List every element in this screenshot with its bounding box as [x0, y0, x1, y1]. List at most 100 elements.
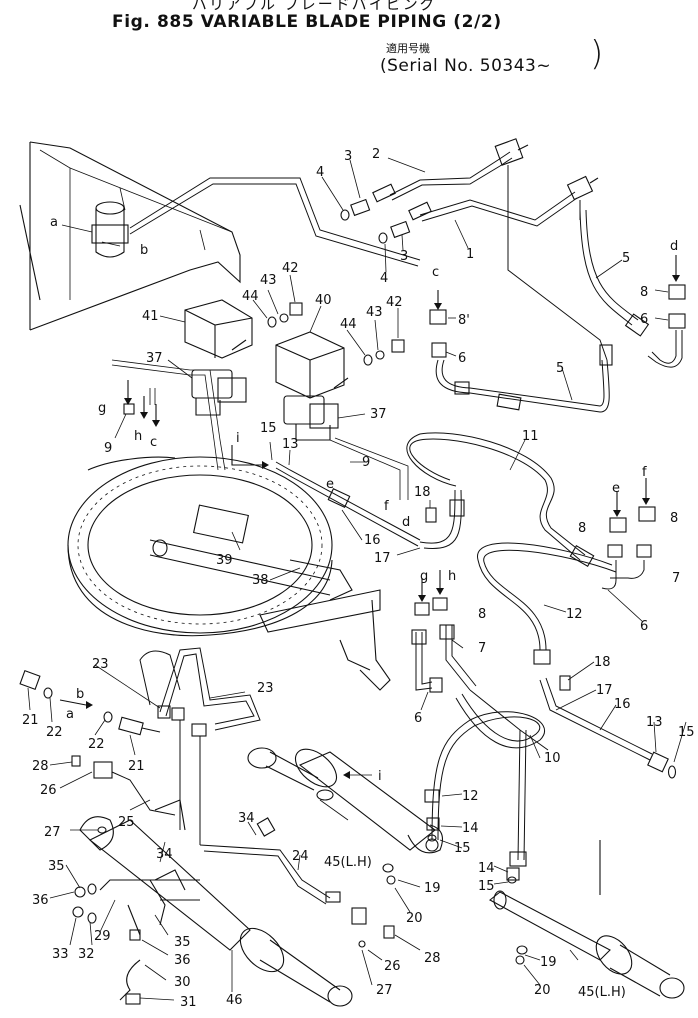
callout-40: 40 — [315, 293, 332, 308]
callout-32: 32 — [78, 947, 95, 962]
callout-17b: 17 — [596, 683, 613, 698]
hose-10 — [424, 693, 546, 867]
callout-16a: 16 — [364, 533, 381, 548]
callout-38: 38 — [252, 573, 269, 588]
connection-f-mid: f — [384, 499, 389, 514]
closing-parenthesis: ) — [590, 34, 604, 74]
wire-harness — [111, 359, 409, 500]
callout-4: 4 — [316, 165, 324, 180]
callout-35a: 35 — [48, 859, 65, 874]
applicability-label: 適用号機 — [386, 42, 430, 55]
callout-29: 29 — [94, 929, 111, 944]
cylinder-45-left — [247, 747, 443, 854]
cylinder-45-right — [489, 840, 685, 999]
callout-8-mid2: 8 — [670, 511, 678, 526]
callout-9a: 9 — [104, 441, 112, 456]
callout-3: 3 — [344, 149, 352, 164]
callout-12a: 12 — [566, 607, 583, 622]
callout-14a: 14 — [462, 821, 479, 836]
callout-41: 41 — [142, 309, 159, 324]
japanese-title: バリアブル ブレードパイピング — [192, 0, 437, 13]
connection-b-low: b — [76, 687, 84, 702]
circle-gear — [67, 456, 333, 637]
callout-5b: 5 — [556, 361, 564, 376]
connection-d-mid: d — [402, 515, 410, 530]
connection-e-right: e — [612, 481, 620, 496]
callout-33: 33 — [52, 947, 69, 962]
callout-26a: 26 — [40, 783, 57, 798]
callout-37b: 37 — [370, 407, 387, 422]
callout-24: 24 — [292, 849, 309, 864]
callout-43a: 43 — [260, 273, 277, 288]
callout-26b: 26 — [384, 959, 401, 974]
callout-13b: 13 — [646, 715, 663, 730]
connection-a-low: a — [66, 707, 74, 722]
callout-46: 46 — [226, 993, 243, 1008]
callout-23a: 23 — [92, 657, 109, 672]
callout-6-mid: 6 — [640, 619, 648, 634]
hose-16-upper — [275, 461, 465, 549]
hose-11 — [406, 432, 595, 567]
connection-i-top: i — [236, 431, 240, 446]
callout-1: 1 — [466, 247, 474, 262]
callout-15d: 15 — [478, 879, 495, 894]
pipe-assembly-1-2 — [129, 138, 608, 361]
callout-19a: 19 — [424, 881, 441, 896]
callout-34b: 34 — [238, 811, 255, 826]
callout-39: 39 — [216, 553, 233, 568]
callout-7b: 7 — [478, 641, 486, 656]
callout-12b: 12 — [462, 789, 479, 804]
callout-19b: 19 — [540, 955, 557, 970]
callout-28a: 28 — [32, 759, 49, 774]
callout-18b: 18 — [594, 655, 611, 670]
callout-9b: 9 — [362, 455, 370, 470]
fittings-3-4 — [340, 183, 432, 244]
callout-27a: 27 — [44, 825, 61, 840]
callout-8-mid1: 8 — [578, 521, 586, 536]
callout-15a: 15 — [260, 421, 277, 436]
leader-lines — [27, 157, 687, 1001]
callout-2: 2 — [372, 147, 380, 162]
connection-d-top: d — [670, 239, 678, 254]
callout-8-tr: 8 — [640, 285, 648, 300]
callout-15b: 15 — [678, 725, 695, 740]
cylinder-46 — [79, 816, 353, 1007]
callout-8-ctr: 8 — [478, 607, 486, 622]
connection-letters: a b c d g h c i e f d e f g h b a i — [50, 215, 678, 784]
connection-c-top: c — [432, 265, 439, 280]
callout-14b: 14 — [478, 861, 495, 876]
callout-21a: 21 — [22, 713, 39, 728]
callout-6: 6 — [458, 351, 466, 366]
drawbar-center — [149, 504, 391, 691]
connection-a-top: a — [50, 215, 58, 230]
connection-c-left: c — [150, 435, 157, 450]
valve-37-right — [283, 395, 339, 441]
connection-e-mid: e — [326, 477, 334, 492]
serial-number: (Serial No. 50343~ — [380, 56, 552, 76]
callout-25: 25 — [118, 815, 135, 830]
callout-42a: 42 — [282, 261, 299, 276]
callout-22a: 22 — [46, 725, 63, 740]
callout-30: 30 — [174, 975, 191, 990]
valve-block-top — [91, 201, 129, 258]
callout-11: 11 — [522, 429, 539, 444]
solenoid-box-40 — [275, 331, 349, 399]
connection-g-left: g — [98, 401, 106, 416]
callout-45-right: 45(L.H) — [578, 985, 626, 1000]
callout-36b: 36 — [174, 953, 191, 968]
arrows-g-h-center — [414, 570, 448, 616]
hose-24 — [199, 817, 395, 948]
hose-12 — [477, 542, 617, 665]
connection-h-ctr: h — [448, 569, 456, 584]
callout-16b: 16 — [614, 697, 631, 712]
callout-34a: 34 — [156, 847, 173, 862]
connection-h-left: h — [134, 429, 142, 444]
callout-7a: 7 — [672, 571, 680, 586]
callout-15c: 15 — [454, 841, 471, 856]
callout-20b: 20 — [534, 983, 551, 998]
callout-45-left: 45(L.H) — [324, 855, 372, 870]
callout-10: 10 — [544, 751, 561, 766]
bolts-42-44 — [267, 302, 405, 366]
callout-8p: 8' — [458, 313, 470, 328]
callout-27b: 27 — [376, 983, 393, 998]
